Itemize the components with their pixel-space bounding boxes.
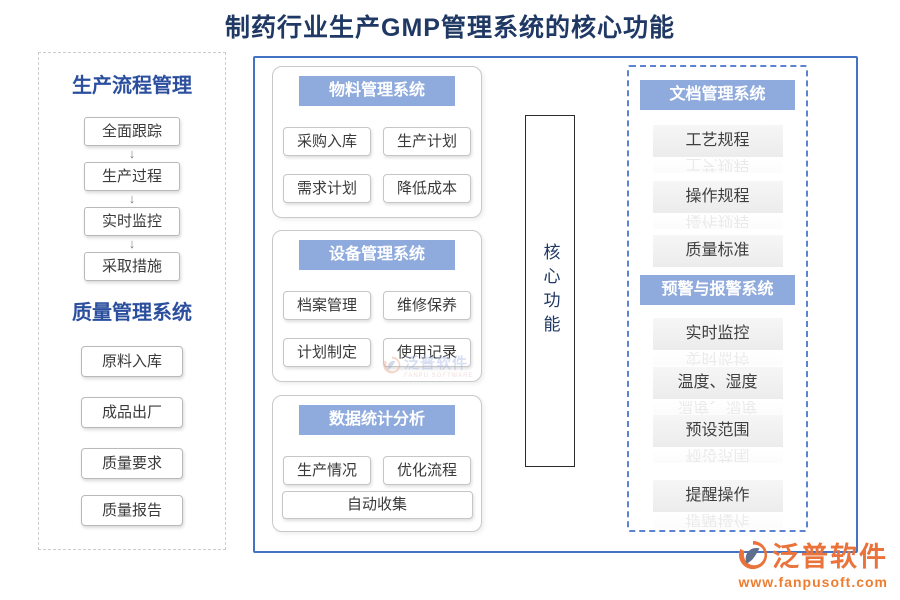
doc-system-header: 文档管理系统 [640,80,795,110]
group-node: 生产计划 [383,127,471,156]
alarm-item: 预设范围 [652,415,783,447]
left-sidebar: 生产流程管理 全面跟踪 ↓ 生产过程 ↓ 实时监控 ↓ 采取措施 质量管理系统 … [38,52,226,550]
brand-url: www.fanpusoft.com [738,574,888,590]
group-node-wide: 自动收集 [281,491,473,519]
flow-step-node: 生产过程 [84,162,180,191]
down-arrow-icon: ↓ [128,146,136,161]
group-node: 降低成本 [383,174,471,203]
group-data-statistics: 数据统计分析 生产情况 优化流程 自动收集 [272,395,482,532]
group-equipment-management: 设备管理系统 档案管理 维修保养 计划制定 使用记录 [272,230,482,382]
group-node: 维修保养 [383,291,471,320]
doc-item-reflection: 操作规程 [652,215,783,229]
doc-item-reflection: 工艺规程 [652,159,783,173]
group-header: 设备管理系统 [299,240,455,270]
doc-item: 操作规程 [652,181,783,213]
main-diagram-container: 物料管理系统 采购入库 生产计划 需求计划 降低成本 设备管理系统 档案管理 维… [253,56,858,553]
group-node: 生产情况 [283,456,371,485]
alarm-item: 实时监控 [652,318,783,350]
quality-node: 成品出厂 [81,397,183,428]
flow-step-node: 采取措施 [84,252,180,281]
group-node: 采购入库 [283,127,371,156]
quality-node: 原料入库 [81,346,183,377]
page-title: 制药行业生产GMP管理系统的核心功能 [225,14,675,42]
brand-footer: 泛普软件 www.fanpusoft.com [738,535,888,590]
doc-item: 质量标准 [652,235,783,267]
right-panel: 文档管理系统 工艺规程 工艺规程 操作规程 操作规程 质量标准 预警与报警系统 … [627,65,808,532]
group-node: 优化流程 [383,456,471,485]
group-header: 物料管理系统 [299,76,455,106]
quality-node: 质量报告 [81,495,183,526]
down-arrow-icon: ↓ [128,236,136,251]
brand-name: 泛普软件 [772,542,888,572]
alarm-item-reflection: 温度、湿度 [652,401,783,415]
quality-section-title: 质量管理系统 [72,302,192,324]
flow-step-node: 实时监控 [84,207,180,236]
group-node: 计划制定 [283,338,371,367]
group-material-management: 物料管理系统 采购入库 生产计划 需求计划 降低成本 [272,66,482,218]
alarm-item-reflection: 提醒操作 [652,514,783,528]
flow-section-title: 生产流程管理 [72,75,192,97]
alarm-item: 提醒操作 [652,480,783,512]
alarm-item-reflection: 预设范围 [652,449,783,463]
core-function-box: 核心功能 [525,115,575,467]
flow-step-node: 全面跟踪 [84,117,180,146]
brand-logo-icon [738,540,768,569]
alarm-system-header: 预警与报警系统 [640,275,795,305]
quality-node: 质量要求 [81,448,183,479]
group-node: 档案管理 [283,291,371,320]
alarm-item-reflection: 实时监控 [652,352,783,366]
group-node: 使用记录 [383,338,471,367]
group-node: 需求计划 [283,174,371,203]
alarm-item: 温度、湿度 [652,367,783,399]
group-header: 数据统计分析 [299,405,455,435]
down-arrow-icon: ↓ [128,191,136,206]
doc-item: 工艺规程 [652,125,783,157]
core-function-label: 核心功能 [540,243,560,339]
